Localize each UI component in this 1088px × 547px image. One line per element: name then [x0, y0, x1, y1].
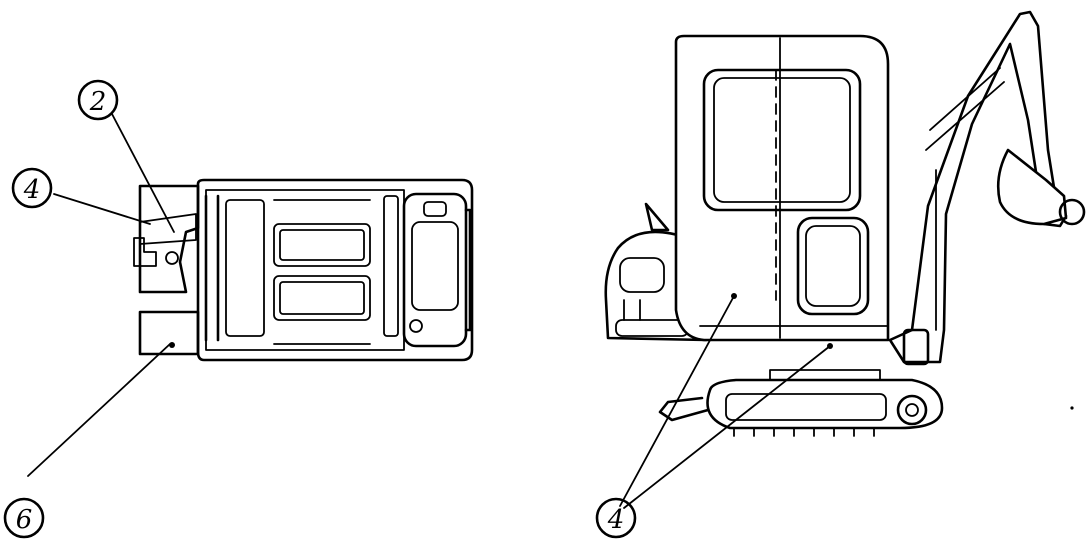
side-view-hood-vent: [619, 257, 665, 293]
callout-leaders: [27, 113, 1074, 509]
side-view-track-cleats: [733, 427, 875, 437]
side-view-boom-pivot: [902, 328, 930, 366]
side-view-track: [706, 378, 944, 430]
callout-4-top-label: 4: [23, 175, 41, 205]
side-view-bucket: [996, 148, 1068, 226]
top-view-bolt: [165, 251, 179, 265]
top-view-front-rail: [383, 195, 399, 337]
top-view-rear-plate: [138, 310, 200, 356]
top-view-cab-window: [411, 221, 459, 311]
side-view-exhaust: [644, 202, 670, 232]
top-view-panel-lower: [273, 275, 371, 321]
side-view-idler-wheel: [896, 394, 928, 426]
side-view-door-window: [796, 216, 870, 316]
top-view-deck-inner: [205, 189, 405, 351]
top-view-rear-block: [138, 184, 200, 294]
callout-4-top: 4: [11, 167, 53, 209]
leader-dot-top-6: [169, 342, 175, 348]
side-view-hood-lines: [623, 299, 641, 321]
top-view-cab-vent: [423, 201, 447, 217]
top-view-panel-lower-inner: [279, 281, 365, 315]
top-view-front-edge: [464, 208, 472, 332]
stray-dot: [1070, 406, 1074, 410]
side-view-idler-hub: [905, 403, 919, 417]
leader-dot-side-4a: [731, 293, 737, 299]
top-view-deck-lines: [273, 199, 371, 345]
callout-4-side-label: 4: [607, 505, 625, 535]
leader-top-4: [53, 193, 151, 225]
side-view-dozer-blade: [658, 396, 710, 422]
side-view-bucket-pin: [1058, 198, 1086, 226]
top-view-deck: [196, 178, 474, 362]
top-view-decal-area: [139, 213, 197, 245]
side-view-cab: [674, 34, 890, 342]
side-view-swing-base: [769, 369, 881, 381]
leader-side-4a: [619, 295, 735, 507]
top-view-panel-upper: [273, 223, 371, 267]
callout-4-side: 4: [595, 497, 637, 539]
side-view-track-inner: [725, 393, 887, 421]
side-view-boom-cylinder: [925, 67, 1005, 151]
side-view-cab-window: [702, 68, 862, 212]
leader-dot-side-4b: [827, 343, 833, 349]
top-view-bracket: [133, 237, 157, 267]
side-view-door-window-inner: [805, 225, 861, 307]
top-view-cab-knob: [409, 319, 423, 333]
leader-top-6: [27, 343, 171, 477]
callout-6-label: 6: [16, 505, 33, 535]
top-view-panel-left: [225, 199, 265, 337]
side-view-cab-window-inner: [713, 77, 851, 203]
top-view-cab-front: [402, 192, 468, 348]
callout-6-top: 6: [3, 497, 45, 539]
leader-side-4b: [623, 345, 831, 509]
top-view-panel-upper-inner: [279, 229, 365, 261]
excavator-top-view: [133, 178, 474, 362]
leader-top-2: [111, 113, 175, 233]
excavator-side-view: [604, 10, 1086, 437]
callout-2-top: 2: [77, 79, 119, 121]
callout-2-label: 2: [89, 87, 107, 117]
